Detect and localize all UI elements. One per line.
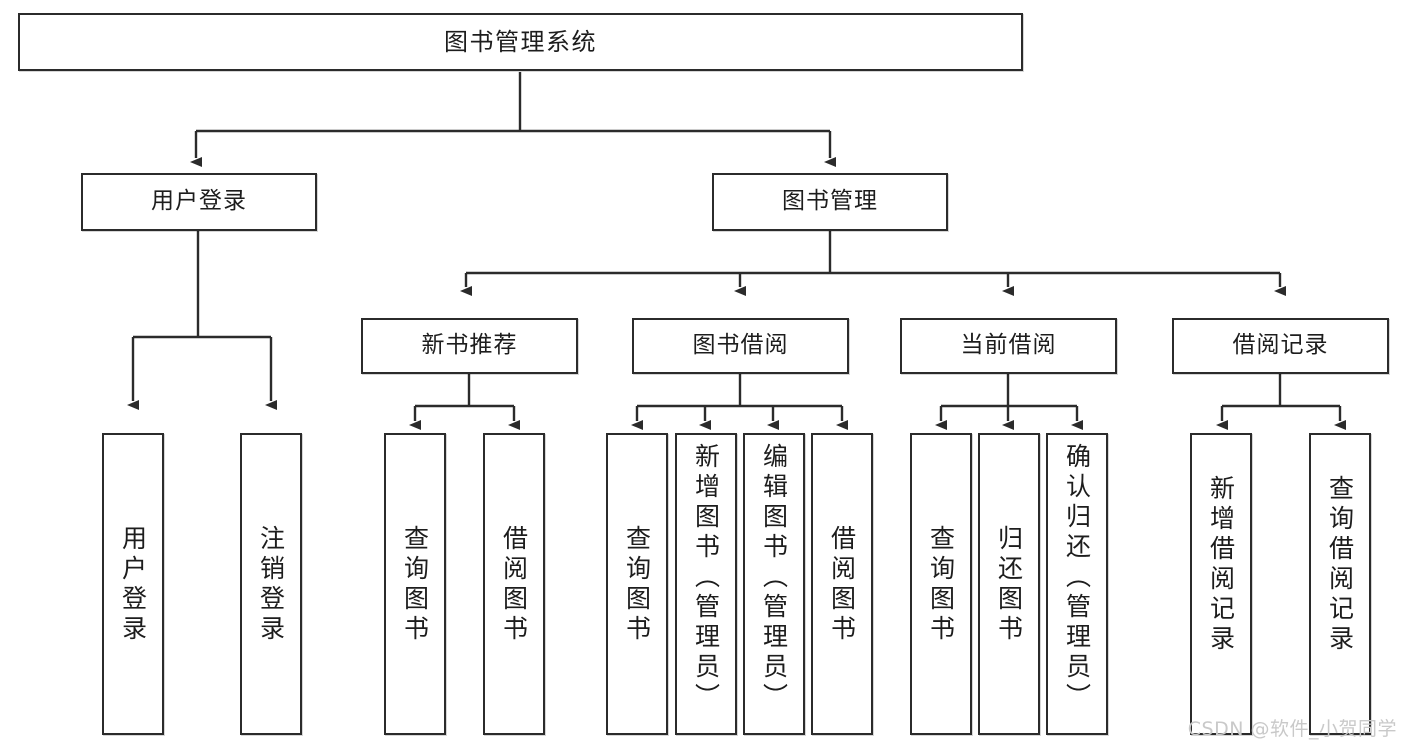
leaf-current-borrow-query-book[interactable]: 查询图书 [910,433,972,735]
node-label: 图书管理系统 [444,27,597,56]
leaf-new-book-query-book[interactable]: 查询图书 [384,433,446,735]
leaf-current-borrow-confirm-return-admin[interactable]: 确认归还（管理员） [1046,433,1108,735]
node-label: 新书推荐 [421,332,518,359]
leaf-book-borrow-query-book[interactable]: 查询图书 [606,433,668,735]
node-current-borrow[interactable]: 当前借阅 [900,318,1117,374]
node-label: 查询图书 [622,525,652,645]
leaf-user-login-logout[interactable]: 注销登录 [240,433,302,735]
node-label: 借阅图书 [827,525,857,645]
node-label: 归还图书 [994,525,1024,645]
node-label: 图书管理 [782,188,878,215]
node-label: 当前借阅 [960,332,1057,359]
node-borrow-record[interactable]: 借阅记录 [1172,318,1389,374]
node-label: 查询借阅记录 [1325,475,1355,655]
node-label: 用户登录 [151,188,247,215]
node-label: 确认归还（管理员） [1062,443,1092,713]
node-root-book-management-system[interactable]: 图书管理系统 [18,13,1023,71]
leaf-book-borrow-edit-book-admin[interactable]: 编辑图书（管理员） [743,433,805,735]
leaf-new-book-borrow-book[interactable]: 借阅图书 [483,433,545,735]
node-label: 查询图书 [926,525,956,645]
leaf-current-borrow-return-book[interactable]: 归还图书 [978,433,1040,735]
node-user-login[interactable]: 用户登录 [81,173,317,231]
node-new-book-recommend[interactable]: 新书推荐 [361,318,578,374]
node-book-borrow[interactable]: 图书借阅 [632,318,849,374]
leaf-book-borrow-add-book-admin[interactable]: 新增图书（管理员） [675,433,737,735]
node-label: 借阅图书 [499,525,529,645]
node-label: 注销登录 [256,525,286,645]
leaf-book-borrow-borrow-book[interactable]: 借阅图书 [811,433,873,735]
leaf-borrow-record-query-record[interactable]: 查询借阅记录 [1309,433,1371,735]
leaf-user-login-login[interactable]: 用户登录 [102,433,164,735]
node-label: 新增借阅记录 [1206,475,1236,655]
node-label: 编辑图书（管理员） [759,443,789,713]
leaf-borrow-record-add-record[interactable]: 新增借阅记录 [1190,433,1252,735]
node-label: 图书借阅 [692,332,789,359]
node-book-management[interactable]: 图书管理 [712,173,948,231]
node-label: 借阅记录 [1232,332,1329,359]
node-label: 新增图书（管理员） [691,443,721,713]
node-label: 用户登录 [118,525,148,645]
node-label: 查询图书 [400,525,430,645]
